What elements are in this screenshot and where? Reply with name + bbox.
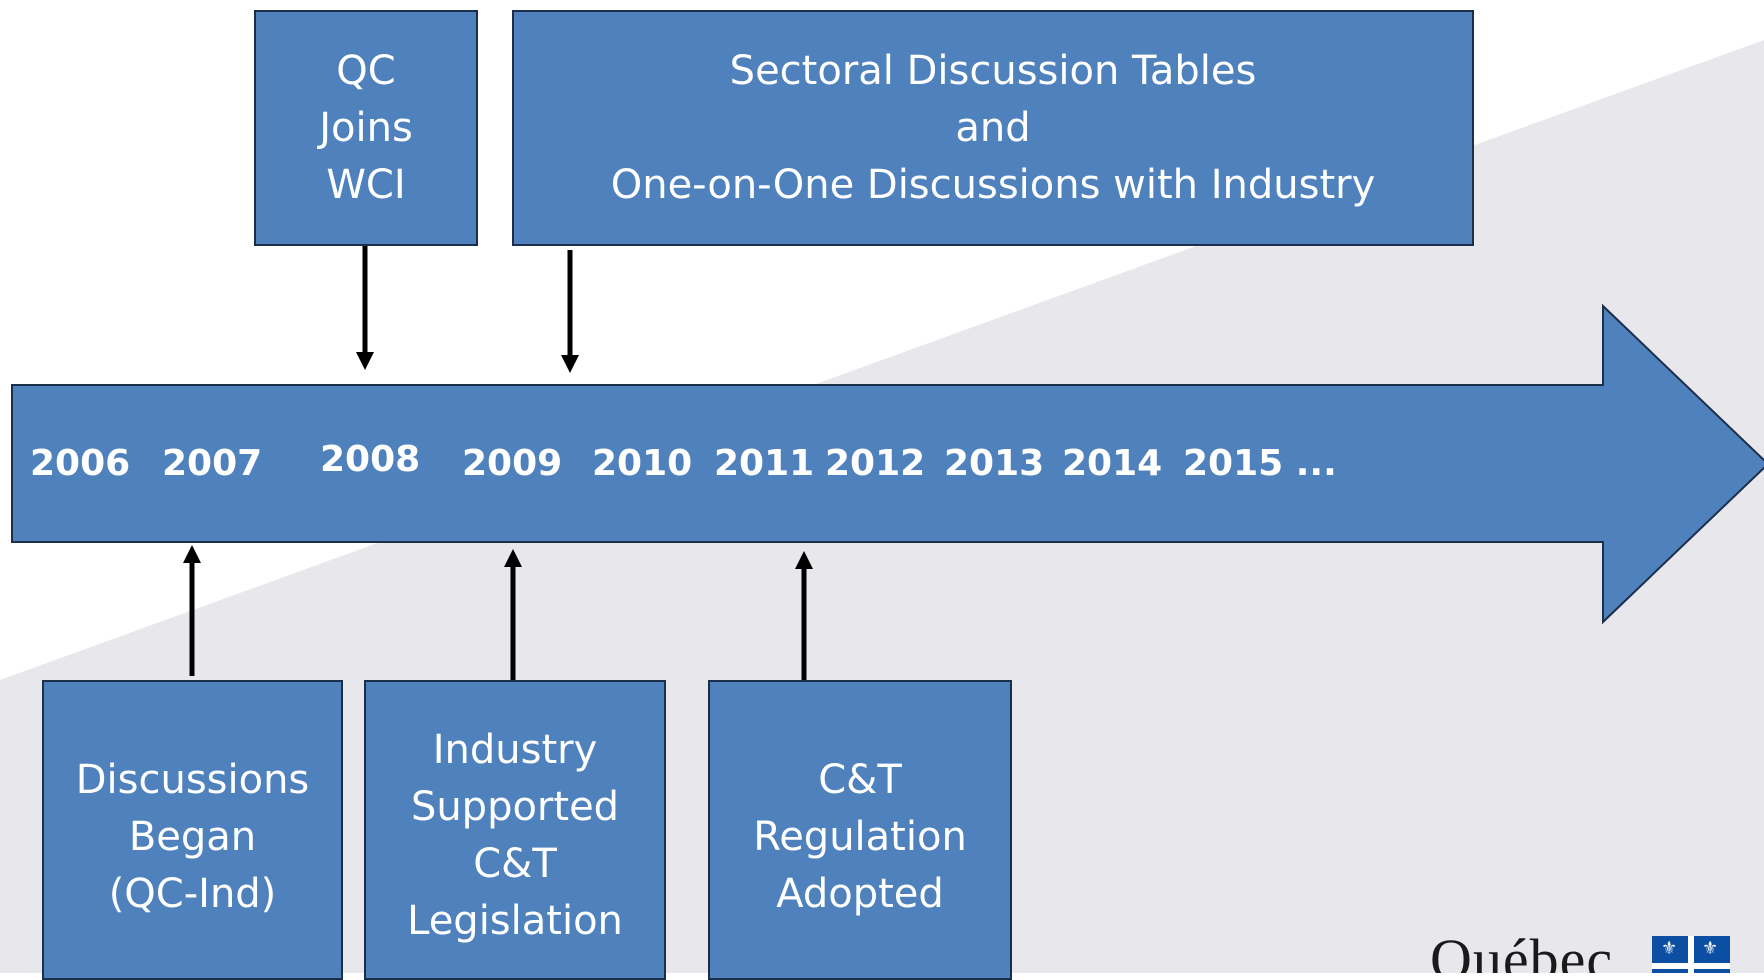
discussions-began-box: Discussions Began (QC-Ind) [42,680,343,980]
box-line: C&T [473,841,557,887]
logo-wordmark: Québec [1430,928,1614,973]
fleur-de-lis-icon: ⚜ [1661,972,1677,974]
box-line: One-on-One Discussions with Industry [610,161,1376,208]
year-label: 2010 [592,443,693,484]
fleur-de-lis-icon: ⚜ [1702,938,1719,959]
box-line: Discussions [75,757,310,803]
sectoral-discussions-box: Sectoral Discussion Tables and One-on-On… [512,10,1474,246]
quebec-flag-icon: ⚜ ⚜ ⚜ ⚜ [1652,936,1730,973]
year-label: 2015 ... [1183,443,1337,484]
box-line: Joins [319,104,413,151]
box-line: Adopted [776,871,944,917]
box-line: QC [336,47,396,94]
year-label: 2006 [30,443,131,484]
regulation-adopted-box: C&T Regulation Adopted [708,680,1012,980]
box-line: (QC-Ind) [108,871,277,917]
year-label: 2008 [320,439,421,480]
quebec-logo: Québec ⚜ ⚜ ⚜ ⚜ [1430,928,1760,973]
box-line: WCI [326,161,406,208]
box-line: Sectoral Discussion Tables [729,47,1257,94]
fleur-de-lis-icon: ⚜ [1702,972,1718,974]
timeline-arrow [11,303,1764,625]
industry-supported-box: Industry Supported C&T Legislation [364,680,666,980]
box-line: Began [128,814,257,860]
box-line: Regulation [753,814,967,860]
year-label: 2009 [462,443,563,484]
fleur-de-lis-icon: ⚜ [1661,938,1678,959]
year-label: 2013 [944,443,1045,484]
year-label: 2011 [714,443,815,484]
qc-joins-wci-box: QC Joins WCI [254,10,478,246]
year-label: 2014 [1062,443,1163,484]
box-line: and [955,104,1031,151]
year-label: 2007 [162,443,263,484]
year-label: 2012 [825,443,926,484]
box-line: Supported [410,784,620,830]
box-line: Industry [432,727,598,773]
box-line: C&T [818,757,902,803]
box-line: Legislation [407,898,623,944]
